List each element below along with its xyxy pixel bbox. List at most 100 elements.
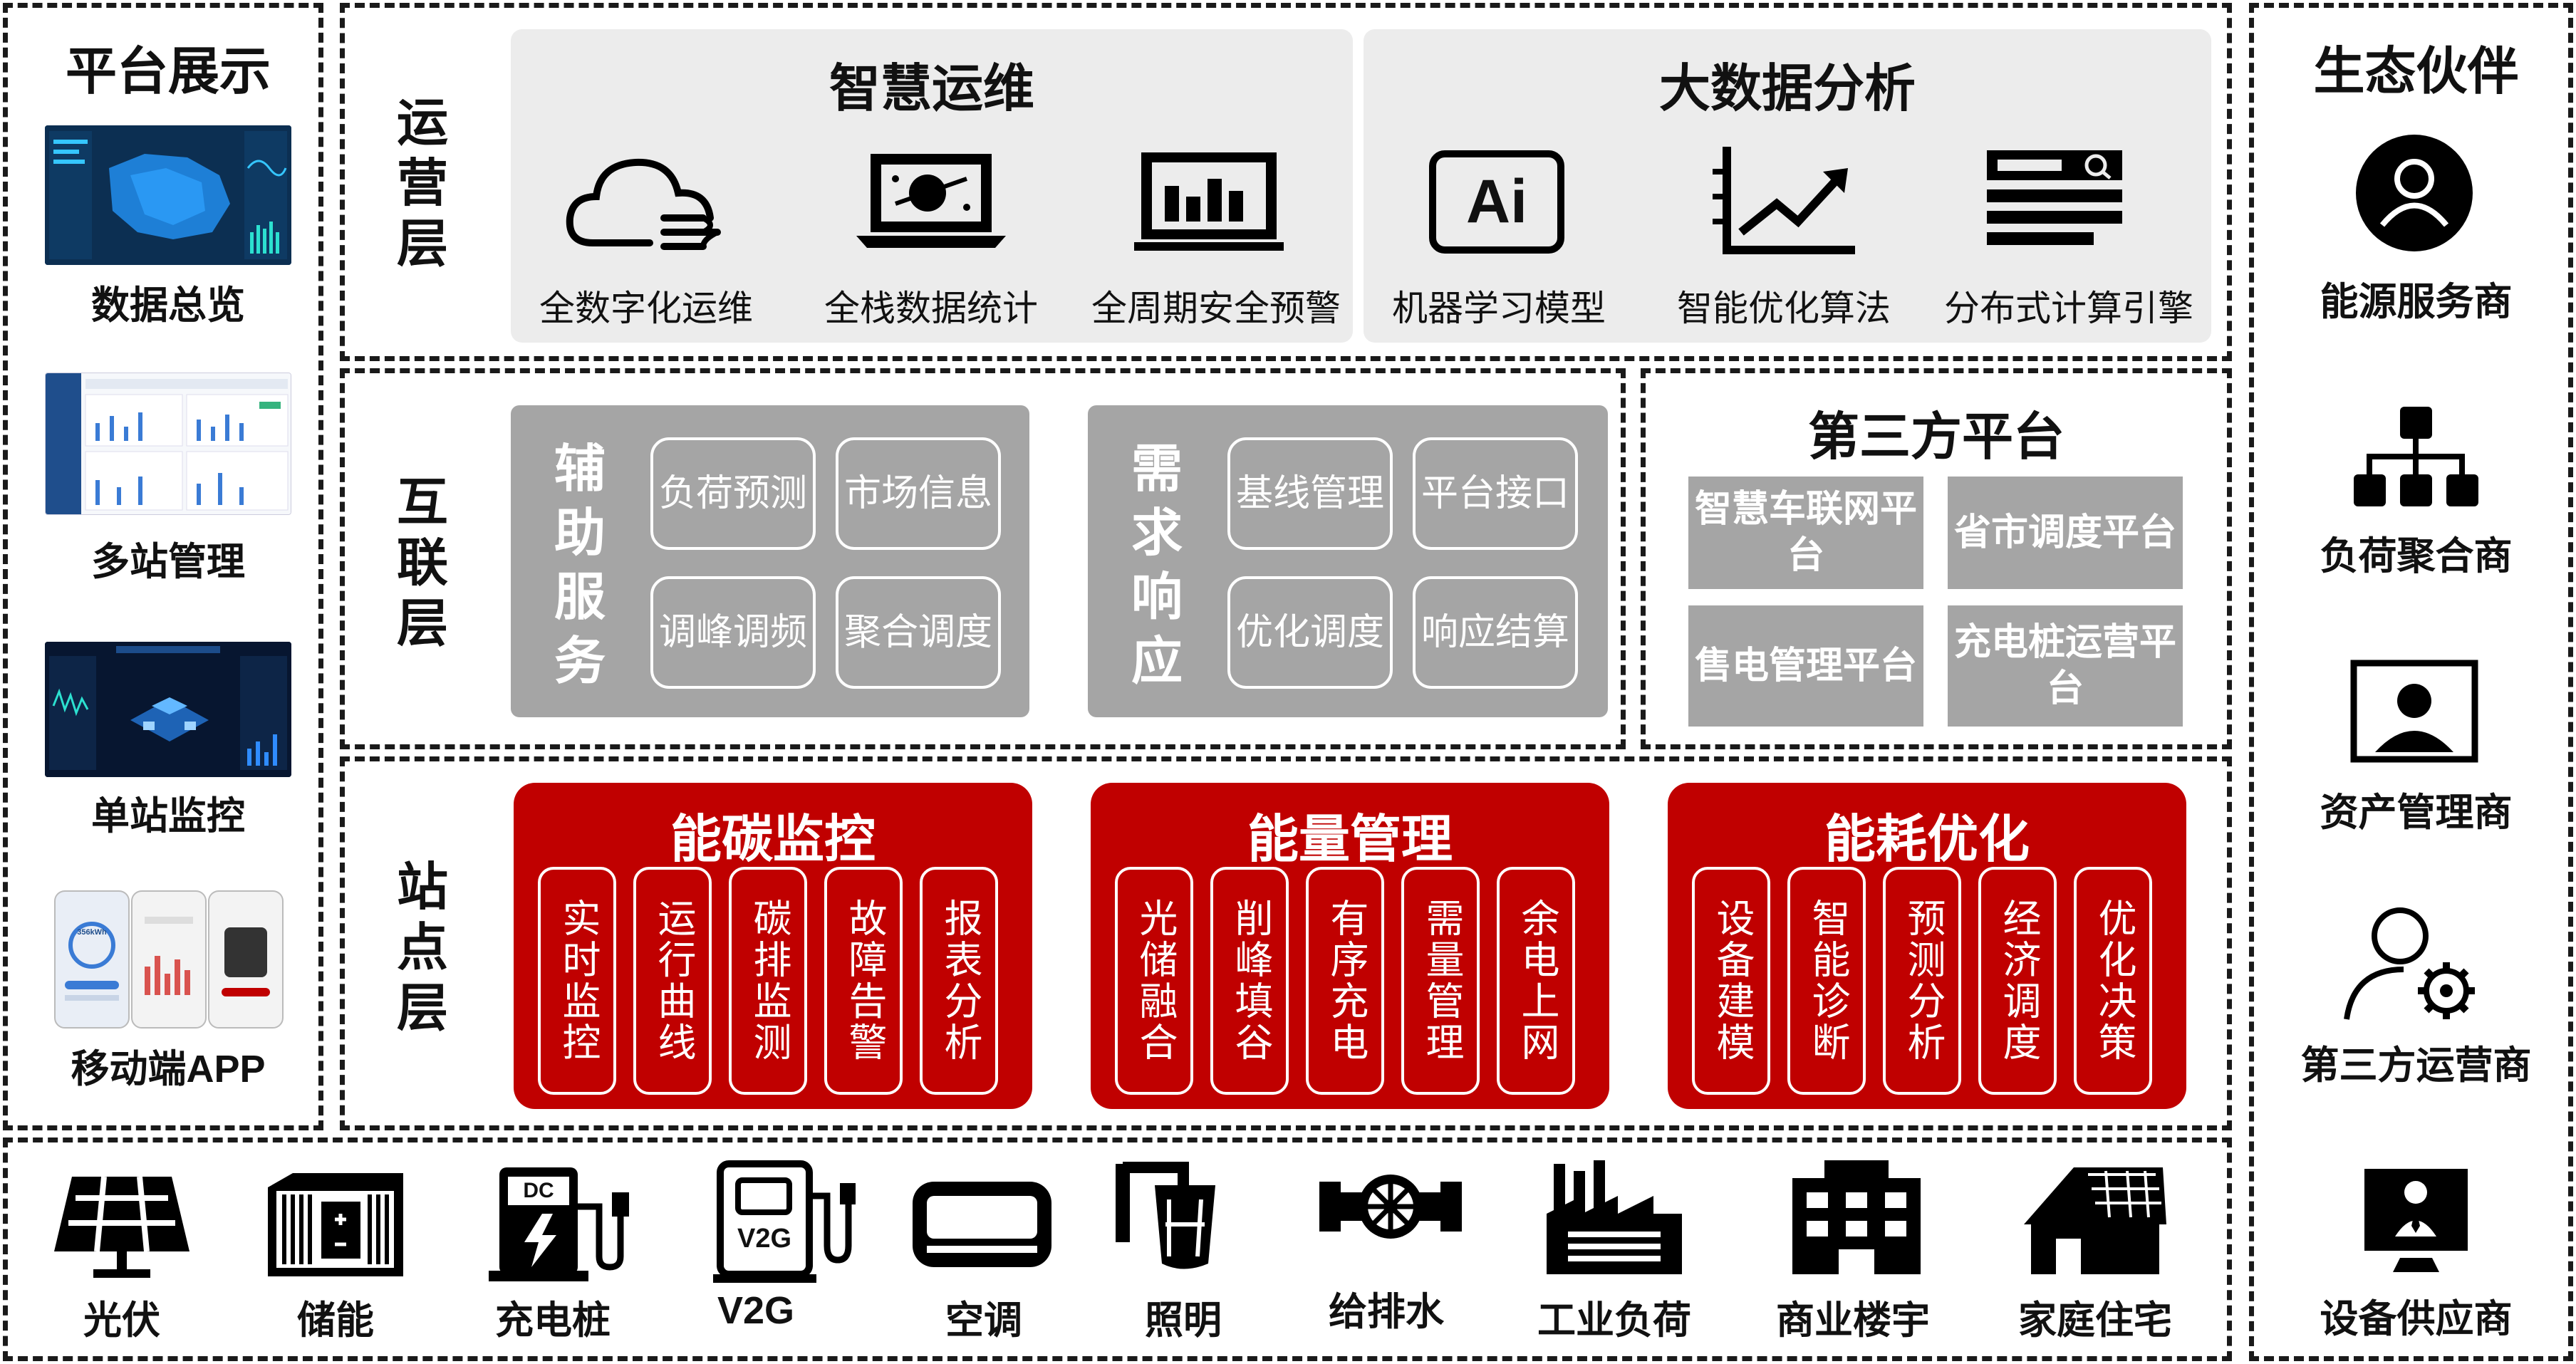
water-valve-icon	[1316, 1160, 1465, 1274]
station-item: 有序充电	[1306, 867, 1384, 1095]
energy-storage-icon	[261, 1170, 410, 1284]
thumb-label-single-station: 单站监控	[91, 795, 245, 838]
partner-label: 资产管理商	[2320, 791, 2513, 834]
single-station-thumbnail[interactable]	[45, 642, 291, 777]
factory-icon	[1539, 1157, 1689, 1274]
platform-display-title: 平台展示	[65, 43, 271, 100]
dc-glyph: DC	[523, 1179, 554, 1202]
device-label: 空调	[945, 1299, 1022, 1342]
multi-station-thumbnail[interactable]	[45, 373, 291, 515]
interconnect-layer-label: 互联层	[396, 474, 448, 652]
operation-layer: 运营层 智慧运维 全数字化运维 全栈数据统计	[340, 3, 2232, 361]
device-label: 给排水	[1329, 1291, 1444, 1333]
user-circle-icon	[2339, 132, 2493, 286]
operation-layer-label: 运营层	[396, 95, 448, 273]
device-label: V2G	[717, 1289, 795, 1332]
data-overview-thumbnail[interactable]	[45, 125, 291, 265]
aux-item: 调峰调频	[650, 576, 816, 689]
smart-om-title: 智慧运维	[829, 61, 1034, 118]
station-item: 故障告警	[824, 867, 903, 1095]
energy-management-title: 能量管理	[1247, 811, 1453, 868]
op-item-label: 全周期安全预警	[1091, 288, 1341, 328]
laptop-chart-icon	[853, 147, 1009, 254]
v2g-glyph: V2G	[737, 1223, 792, 1254]
user-gear-icon	[2339, 902, 2493, 1055]
partner-label: 设备供应商	[2320, 1298, 2513, 1340]
station-item: 光储融合	[1115, 867, 1193, 1095]
third-party-item: 充电桩运营平台	[1948, 605, 2183, 727]
third-party-item: 智慧车联网平台	[1688, 477, 1923, 589]
aux-item: 市场信息	[836, 437, 1001, 550]
aux-service-box: 辅助服务 负荷预测 市场信息 调峰调频 聚合调度	[511, 405, 1029, 717]
station-layer-label: 站点层	[396, 859, 448, 1037]
station-item: 余电上网	[1497, 867, 1575, 1095]
station-item: 削峰填谷	[1210, 867, 1289, 1095]
aux-item: 聚合调度	[836, 576, 1001, 689]
devices-row: 光伏 储能 DC 充电桩 V2G	[3, 1137, 2232, 1361]
cloud-icon	[564, 147, 728, 261]
aux-item: 负荷预测	[650, 437, 816, 550]
ai-glyph: Ai	[1429, 150, 1564, 254]
demand-item: 优化调度	[1227, 576, 1393, 689]
thumb-label-multi-station: 多站管理	[91, 541, 245, 583]
third-party-item: 省市调度平台	[1948, 477, 2183, 589]
supplier-screen-icon	[2339, 1165, 2493, 1318]
station-item: 设备建模	[1692, 867, 1770, 1095]
station-layer: 站点层 能碳监控 实时监控 运行曲线 碳排监测 故障告警 报表分析 能量管理 光…	[340, 756, 2232, 1130]
partner-label: 第三方运营商	[2300, 1044, 2532, 1087]
air-conditioner-icon	[909, 1178, 1059, 1292]
op-item-label: 分布式计算引擎	[1944, 288, 2193, 328]
mobile-app-thumbnail[interactable]: 356kWh	[45, 888, 291, 1031]
station-item: 实时监控	[538, 867, 616, 1095]
ai-icon: Ai	[1428, 150, 1570, 257]
demand-response-box: 需求响应 基线管理 平台接口 优化调度 响应结算	[1088, 405, 1608, 717]
third-party-platform-panel: 第三方平台 智慧车联网平台 省市调度平台 售电管理平台 充电桩运营平台	[1641, 368, 2232, 749]
demand-item: 基线管理	[1227, 437, 1393, 550]
third-party-title: 第三方平台	[1807, 409, 2065, 466]
op-item-label: 智能优化算法	[1677, 288, 1891, 328]
big-data-title: 大数据分析	[1658, 61, 1916, 118]
device-label: 储能	[297, 1299, 374, 1342]
station-item: 经济调度	[1978, 867, 2057, 1095]
station-item: 碳排监测	[729, 867, 807, 1095]
op-item-label: 全栈数据统计	[824, 288, 1038, 328]
device-label: 照明	[1145, 1299, 1222, 1342]
device-label: 光伏	[83, 1299, 160, 1342]
ecosystem-partners-title: 生态伙伴	[2313, 43, 2519, 100]
station-item: 预测分析	[1883, 867, 1961, 1095]
thumb-label-mobile-app: 移动端APP	[71, 1048, 266, 1090]
station-item: 优化决策	[2074, 867, 2152, 1095]
energy-optimization-title: 能耗优化	[1824, 811, 2030, 868]
smart-om-panel: 智慧运维 全数字化运维 全栈数据统计	[511, 29, 1353, 343]
charging-pile-icon: DC	[485, 1164, 635, 1281]
partner-label: 负荷聚合商	[2320, 535, 2513, 578]
lamp-icon	[1108, 1157, 1258, 1271]
user-frame-icon	[2339, 660, 2493, 813]
aux-service-title: 辅助服务	[554, 441, 606, 690]
monitor-bars-icon	[1131, 147, 1287, 254]
server-search-icon	[1983, 147, 2126, 261]
partner-label: 能源服务商	[2320, 281, 2513, 323]
interconnect-layer: 互联层 辅助服务 负荷预测 市场信息 调峰调频 聚合调度 需求响应 基线管理 平…	[340, 368, 1626, 749]
op-item-label: 机器学习模型	[1392, 288, 1606, 328]
platform-display-panel: 平台展示 数据总览 多站管理	[3, 3, 323, 1130]
demand-item: 平台接口	[1413, 437, 1578, 550]
carbon-monitoring-box: 能碳监控 实时监控 运行曲线 碳排监测 故障告警 报表分析	[514, 783, 1032, 1109]
device-label: 家庭住宅	[2018, 1299, 2172, 1342]
energy-optimization-box: 能耗优化 设备建模 智能诊断 预测分析 经济调度 优化决策	[1668, 783, 2186, 1109]
big-data-panel: 大数据分析 Ai 机器学习模型 智能优化算法	[1364, 29, 2211, 343]
station-item: 智能诊断	[1787, 867, 1866, 1095]
device-label: 工业负荷	[1537, 1299, 1691, 1342]
device-label: 充电桩	[495, 1299, 611, 1342]
carbon-monitoring-title: 能碳监控	[670, 811, 876, 868]
third-party-item: 售电管理平台	[1688, 605, 1923, 727]
energy-management-box: 能量管理 光储融合 削峰填谷 有序充电 需量管理 余电上网	[1091, 783, 1609, 1109]
thumb-label-data-overview: 数据总览	[91, 284, 245, 327]
v2g-icon: V2G	[710, 1160, 859, 1283]
station-item: 需量管理	[1401, 867, 1480, 1095]
house-icon	[2020, 1157, 2170, 1274]
building-icon	[1782, 1157, 1931, 1274]
device-label: 商业楼宇	[1776, 1299, 1930, 1342]
station-item: 报表分析	[920, 867, 998, 1095]
demand-item: 响应结算	[1413, 576, 1578, 689]
